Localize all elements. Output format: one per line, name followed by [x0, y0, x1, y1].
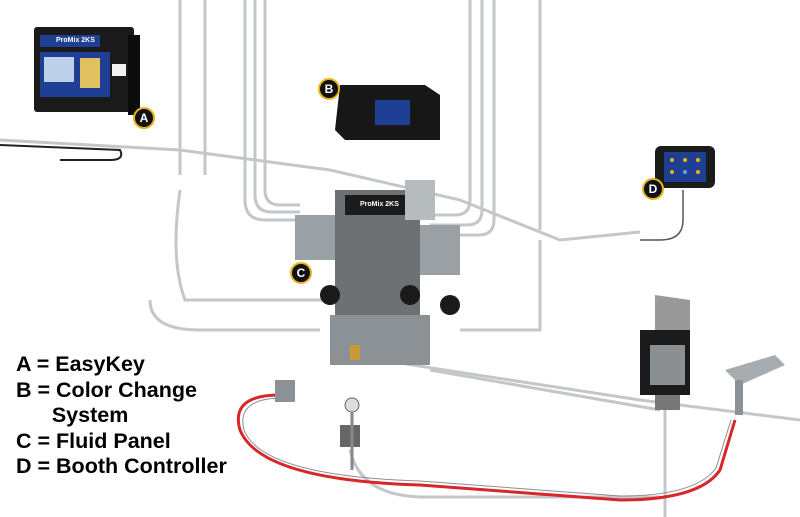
legend: A = EasyKey B = Color Change System C = …	[16, 352, 227, 480]
legend-item-a: A = EasyKey	[16, 352, 145, 376]
badge-d: D	[642, 178, 664, 200]
easykey-brand-label: ProMix 2KS	[56, 37, 95, 44]
badge-c: C	[290, 262, 312, 284]
fluid-panel-brand-label: ProMix 2KS	[360, 201, 399, 208]
badge-b: B	[318, 78, 340, 100]
legend-item-b-cont: System	[16, 403, 129, 427]
fluid-panel	[295, 180, 460, 365]
legend-item-b: B = Color Change	[16, 377, 197, 402]
red-hose	[237, 393, 737, 502]
easykey-unit	[34, 27, 140, 115]
gun-holder	[640, 295, 785, 415]
regulators	[275, 380, 360, 470]
badge-a: A	[133, 107, 155, 129]
legend-item-d: D = Booth Controller	[16, 454, 227, 478]
color-change-unit	[335, 85, 440, 140]
legend-item-c: C = Fluid Panel	[16, 428, 171, 453]
booth-controller	[640, 146, 715, 241]
